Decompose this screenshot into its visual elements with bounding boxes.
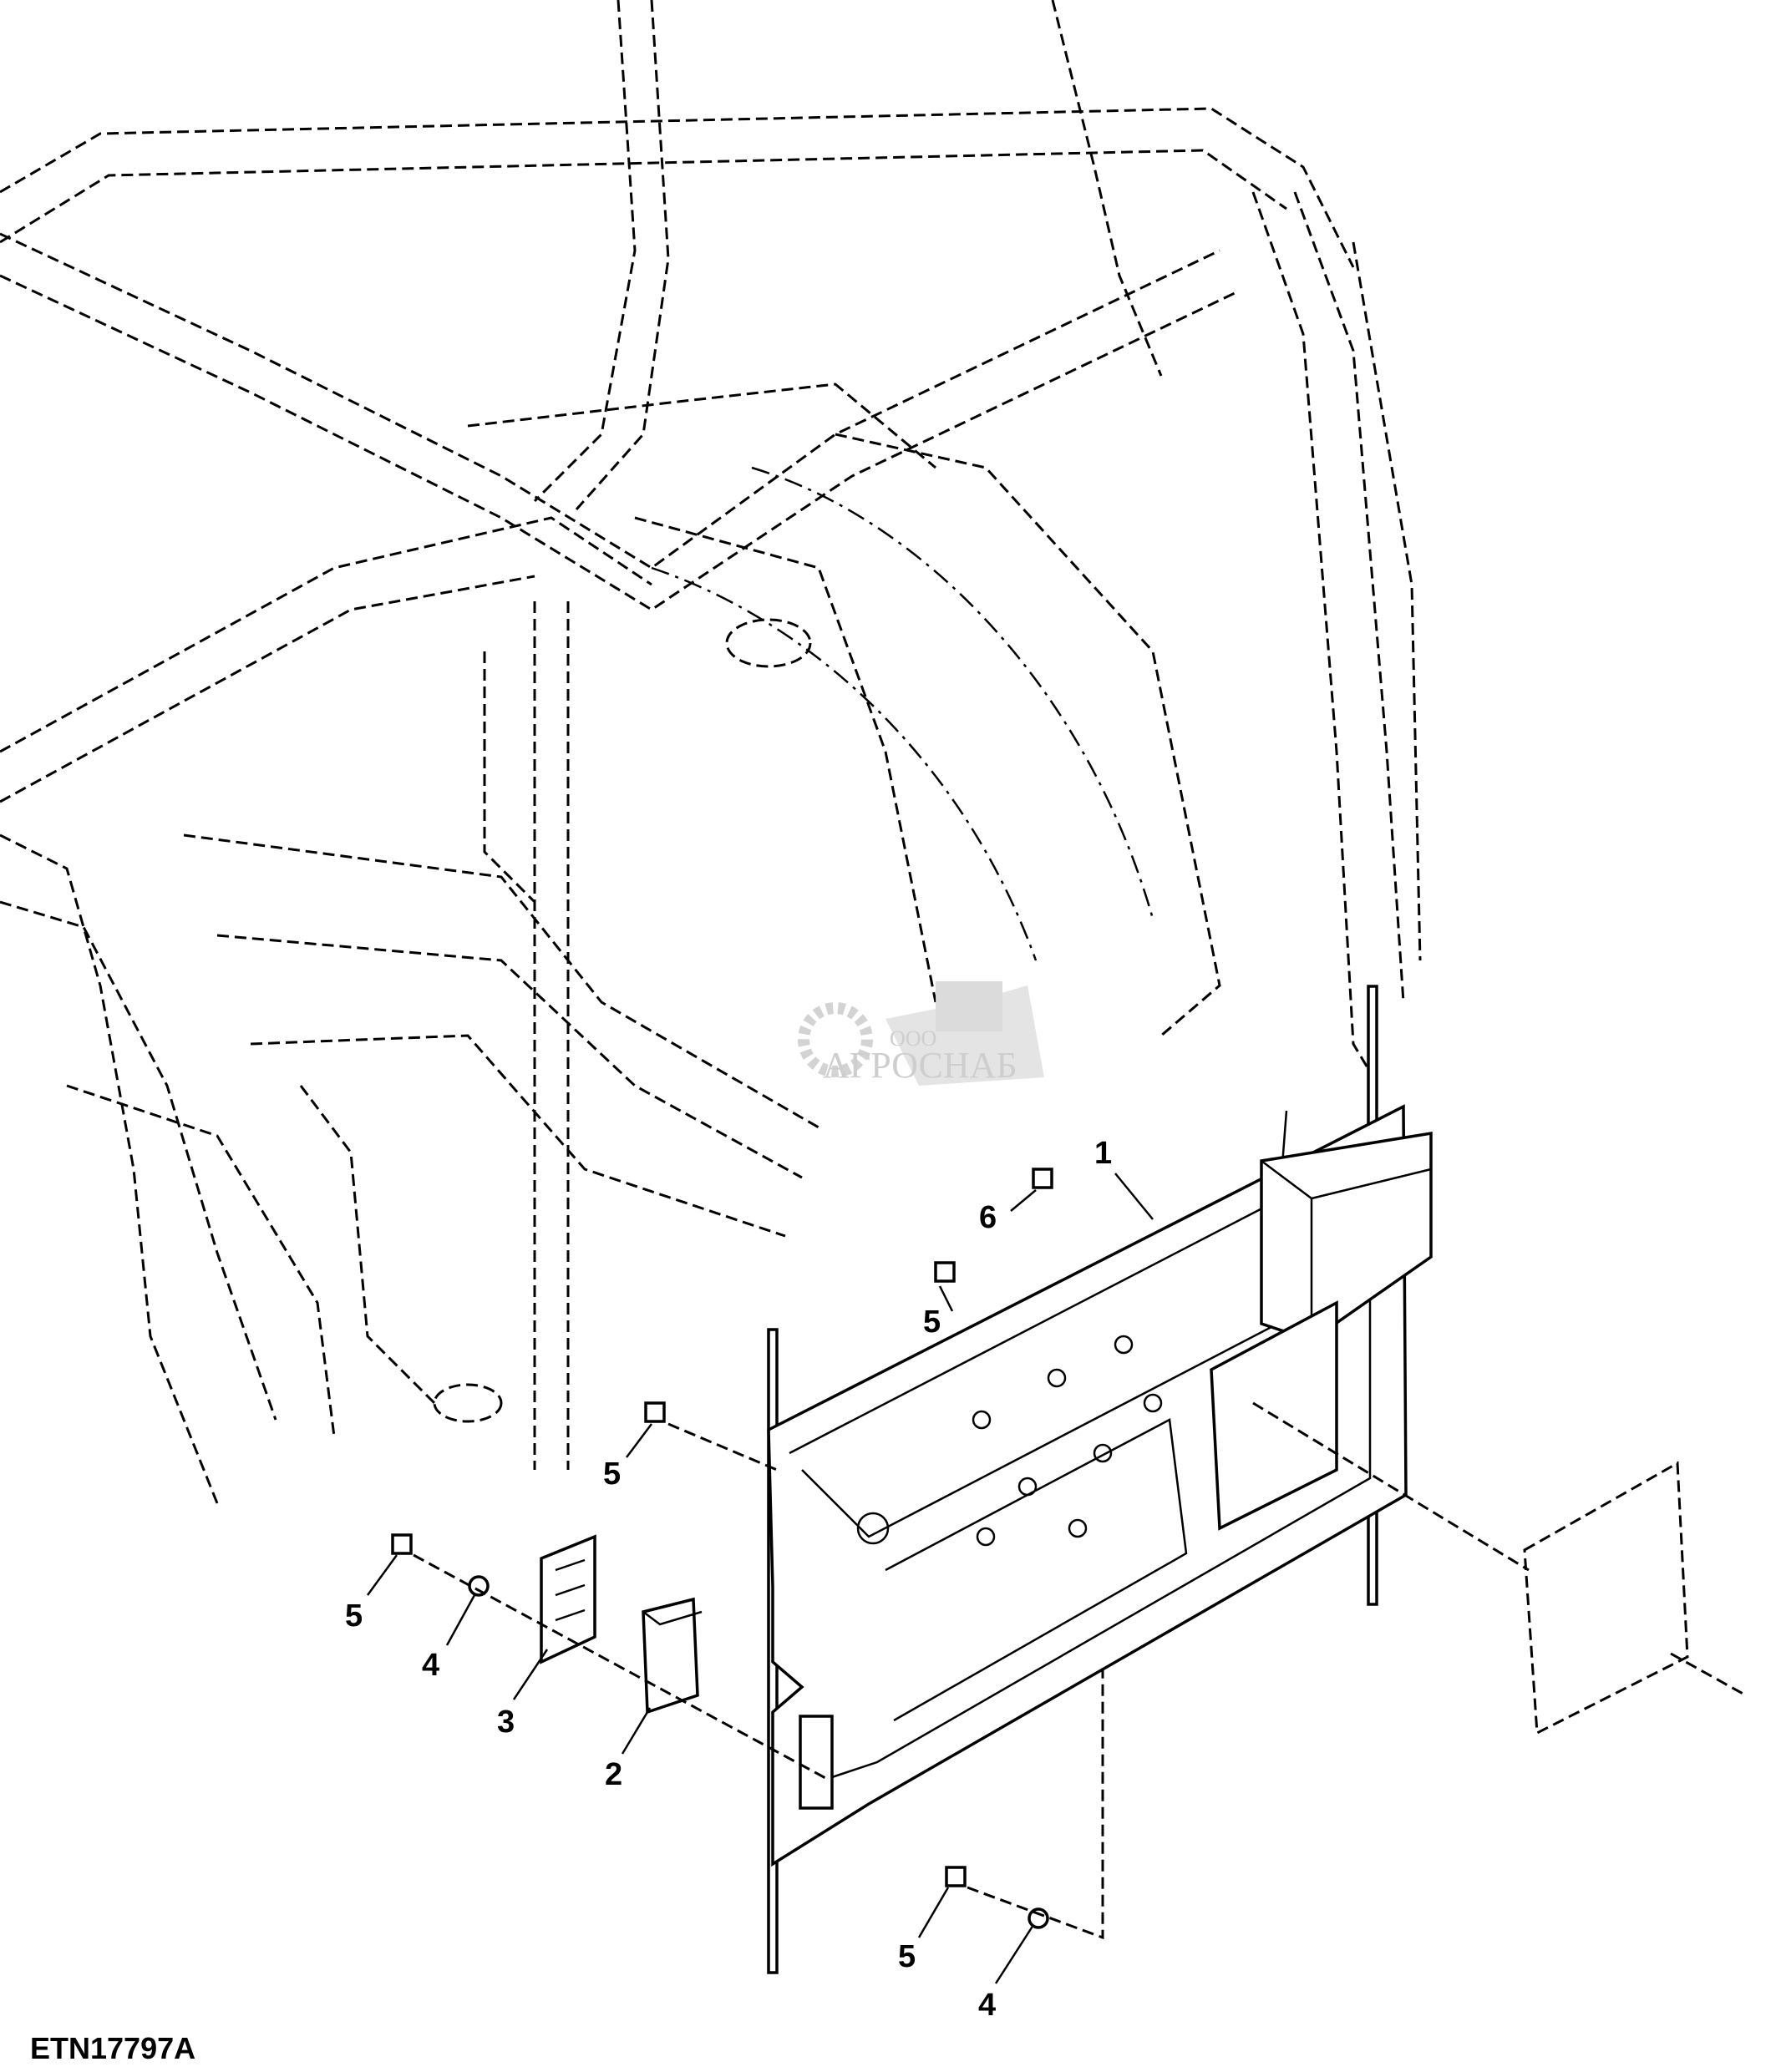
callout-6: 6 — [979, 1200, 997, 1235]
assembly-lines — [413, 1401, 1747, 1940]
bolt-5d — [945, 1866, 967, 1887]
figure-id: ETN17797A — [30, 2031, 195, 2065]
cab-frame-phantom — [0, 0, 1422, 1504]
callout-1: 1 — [1094, 1136, 1112, 1171]
callout-5: 5 — [603, 1456, 621, 1492]
block-part-2 — [642, 1597, 699, 1715]
washer-4b — [1028, 1907, 1049, 1929]
leader-lines — [366, 1173, 1154, 1984]
fasteners — [391, 1168, 1053, 1929]
callout-2: 2 — [605, 1757, 622, 1792]
callout-4: 4 — [978, 1988, 996, 2023]
watermark-prefix: ООО — [890, 1026, 936, 1051]
bolt-6 — [1032, 1168, 1053, 1189]
bolt-5c — [391, 1533, 413, 1555]
watermark-logo: ООО АГРОСНАБ — [798, 981, 1044, 1086]
plate-slots — [555, 1558, 586, 1622]
callout-5: 5 — [898, 1939, 916, 1974]
callout-3: 3 — [497, 1705, 515, 1740]
panel-part-1 — [767, 1104, 1433, 1867]
callout-5: 5 — [923, 1304, 941, 1340]
callout-4: 4 — [422, 1648, 439, 1683]
block-edge — [642, 1610, 703, 1626]
rear-cover-phantom — [1523, 1461, 1689, 1735]
bolt-5b — [644, 1401, 666, 1423]
callout-5: 5 — [345, 1598, 363, 1634]
watermark-name: АГРОСНАБ — [823, 1045, 1017, 1086]
bolt-5a — [934, 1261, 956, 1283]
plate-part-3 — [540, 1534, 596, 1664]
